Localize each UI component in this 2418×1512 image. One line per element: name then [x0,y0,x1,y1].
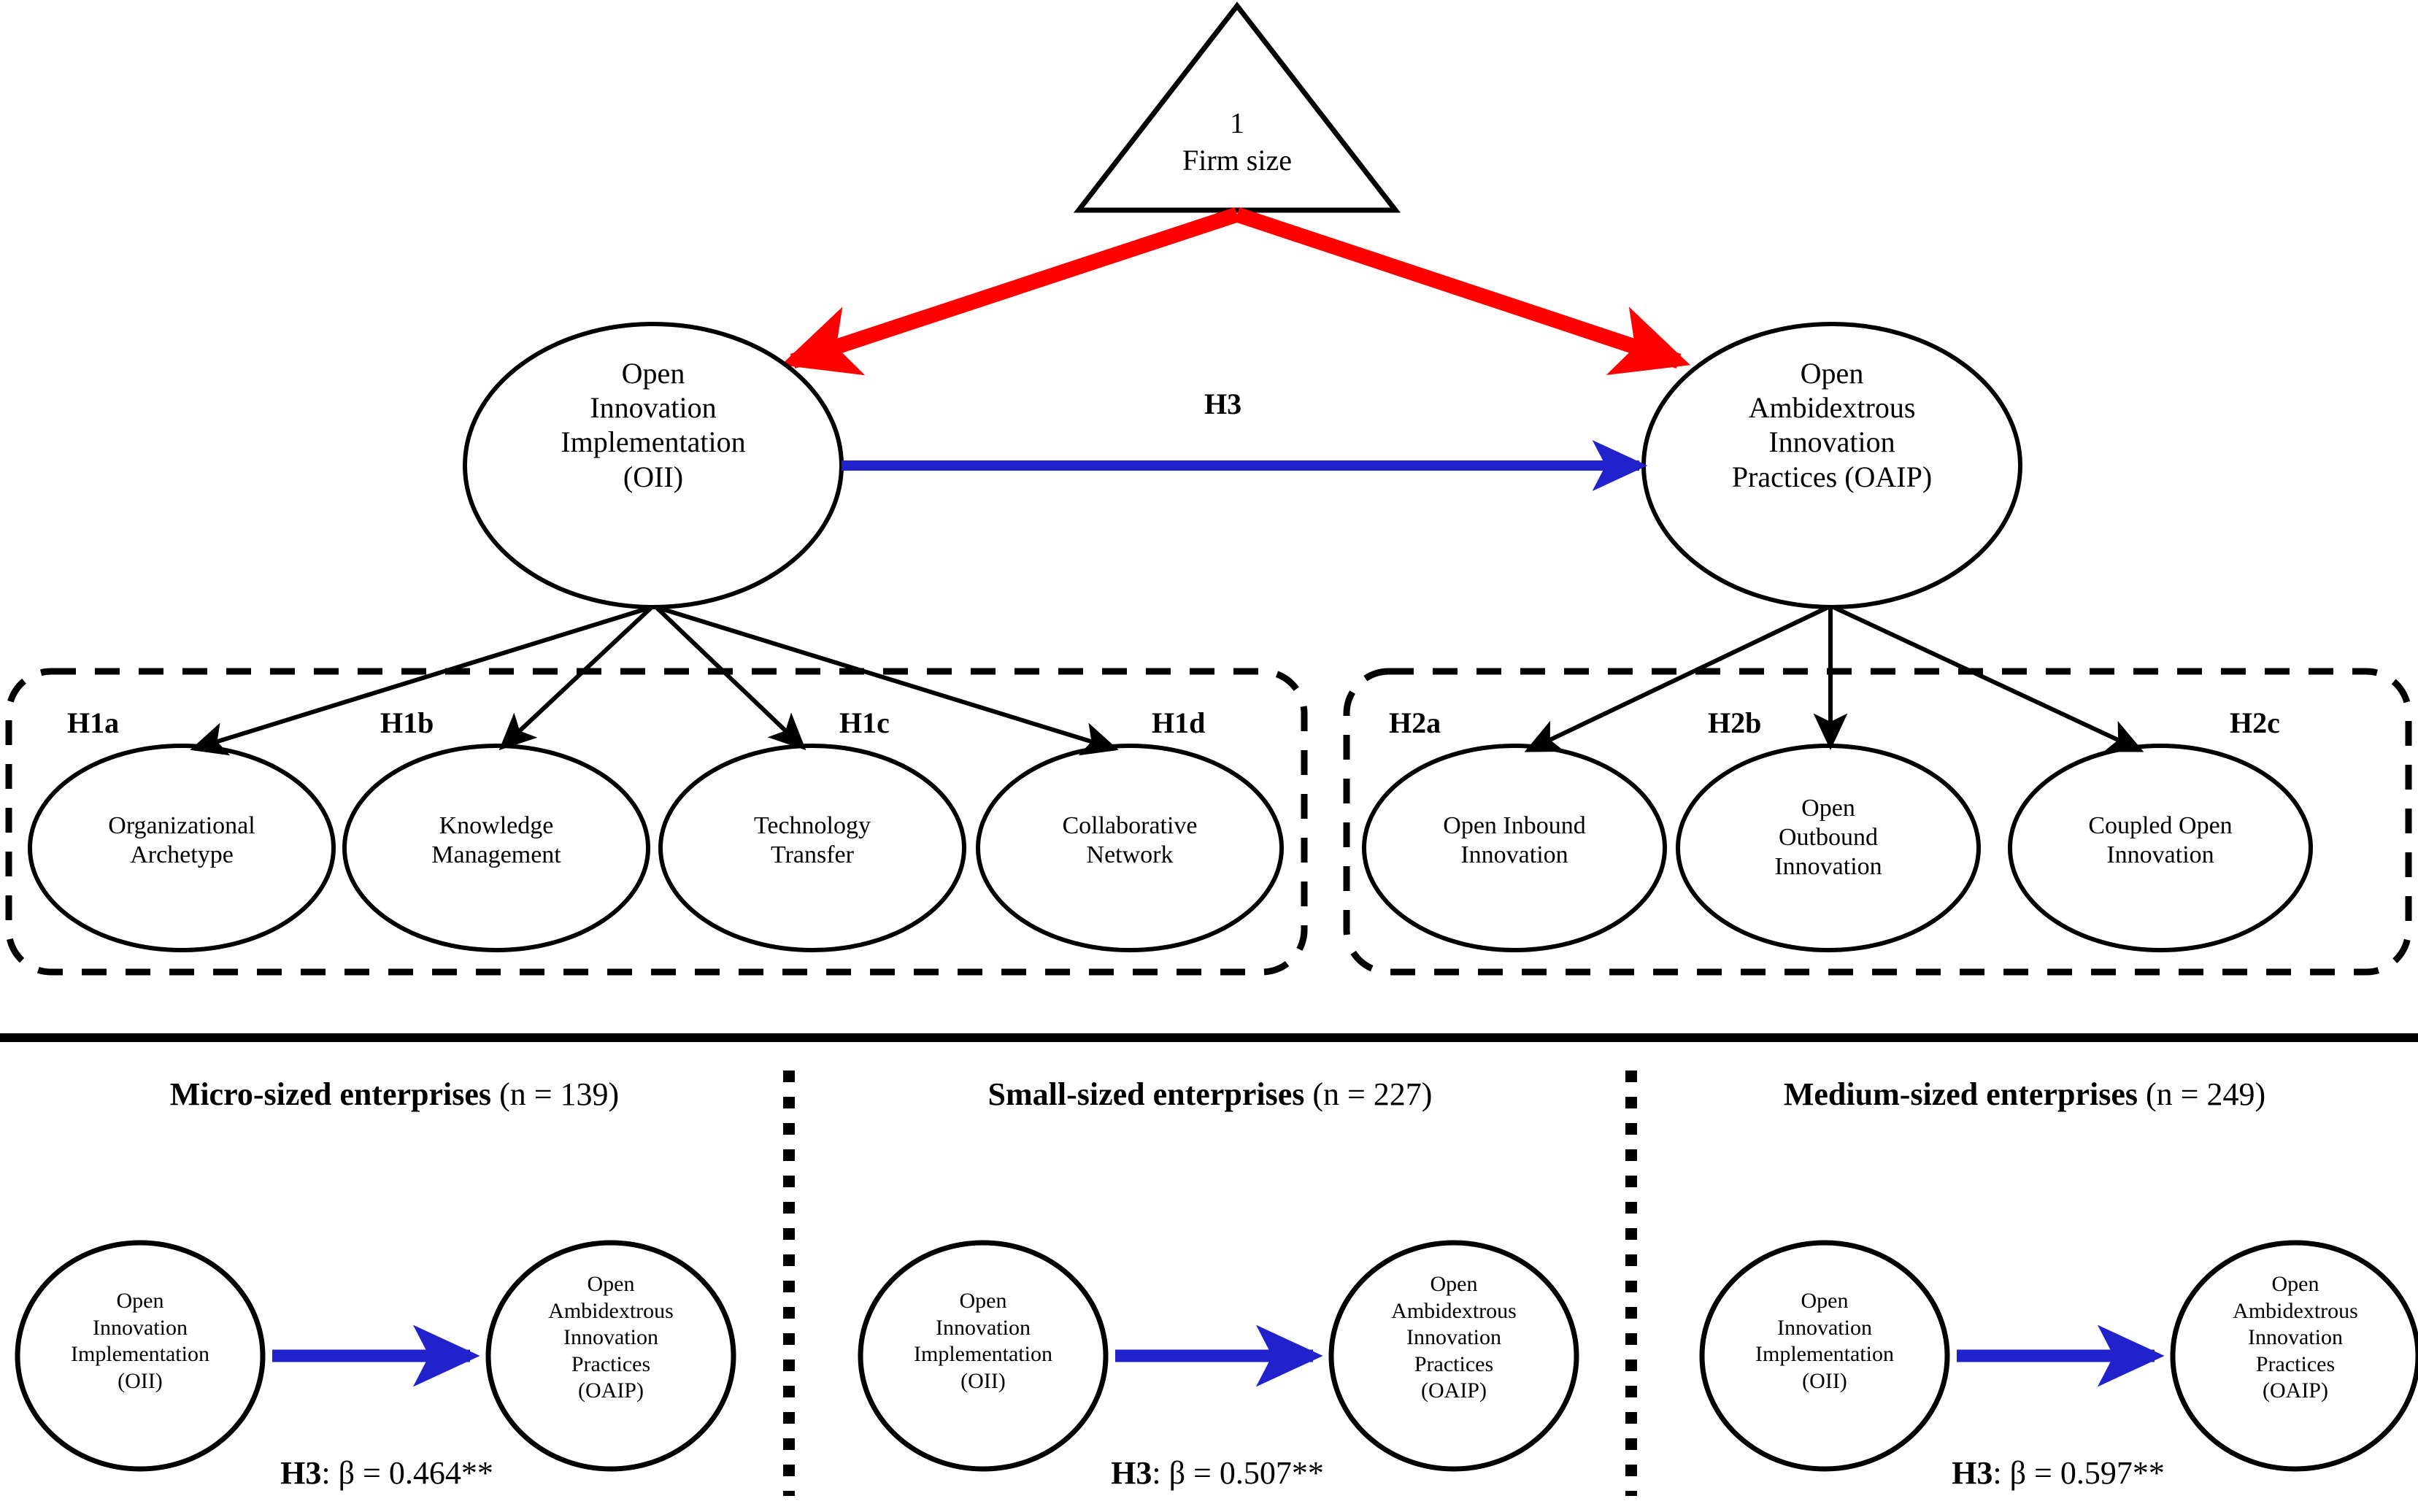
panel-title-3: Medium-sized enterprises (n = 249) [1631,1076,2418,1113]
panel-3-result: H3: β = 0.597** [1803,1454,2314,1492]
h3-hypothesis-label: H3 [1204,387,1242,420]
dimension-ellipse-h2a [1362,744,1667,952]
dimension-ellipse-h1b [342,744,650,952]
oaip-line-2: Ambidextrous [1748,391,1916,425]
oaip-line-3: Innovation [1768,425,1895,459]
dimension-ellipse-h1d [976,744,1284,952]
hypothesis-label-h1d: H1d [1152,706,1206,739]
firm-size-triangle [1073,1,1401,213]
panel-title-2: Small-sized enterprises (n = 227) [789,1076,1631,1113]
dimension-label-h2c: Coupled Open Innovation [2088,812,2233,869]
panel-1-oii-label: Open Innovation Implementation (OII) [71,1289,209,1393]
oii-line-4: (OII) [623,460,684,493]
panel-1-oaip-label: Open Ambidextrous Innovation Practices (… [548,1272,674,1403]
arrow-oii-to-h1c [654,605,806,751]
dimension-label-h1c: Technology Transfer [753,812,871,869]
hypothesis-label-h2b: H2b [1708,706,1762,739]
panel-title-1: Micro-sized enterprises (n = 139) [0,1076,789,1113]
panel-2-result-value: : β = 0.507** [1152,1455,1324,1491]
hypothesis-label-h1b: H1b [380,706,434,739]
panel-2-result: H3: β = 0.507** [962,1454,1473,1492]
panel-2-oii-ellipse [858,1240,1109,1472]
panel-3-title-bold: Medium-sized enterprises [1783,1076,2138,1112]
panel-2-oaip-label: Open Ambidextrous Innovation Practices (… [1391,1272,1517,1403]
dimension-label-h2b: Open Outbound Innovation [1774,795,1882,881]
panel-3-oaip-label: Open Ambidextrous Innovation Practices (… [2233,1272,2358,1403]
arrow-oaip-to-h2a [1524,605,1830,752]
panel-2-title-n: (n = 227) [1304,1076,1433,1112]
dimension-ellipse-h1a [28,744,336,952]
oii-dimension-group-box [5,668,1308,976]
panel-3-result-value: : β = 0.597** [1992,1455,2165,1491]
oaip-construct-label: Open Ambidextrous Innovation Practices (… [1639,356,2025,494]
dimension-label-h1b: Knowledge Management [431,812,561,869]
oii-line-3: Implementation [561,425,746,459]
panel-1-result-label: H3 [280,1455,322,1491]
dimension-label-h1d: Collaborative Network [1062,812,1198,869]
panel-3-oaip-ellipse [2170,1240,2418,1472]
arrow-oii-to-h1a [190,605,652,756]
oii-construct-label: Open Innovation Implementation (OII) [467,356,839,494]
panel-1-title-bold: Micro-sized enterprises [169,1076,492,1112]
oaip-line-1: Open [1800,357,1864,390]
panel-3-oii-label: Open Innovation Implementation (OII) [1755,1289,1894,1393]
arrow-oii-to-h1b [498,605,654,751]
dimension-label-h2a: Open Inbound Innovation [1443,812,1586,869]
moderation-arrow-right [1234,207,1690,376]
panel-3-title-n: (n = 249) [2138,1076,2266,1112]
oaip-dimension-group-box [1343,668,2412,976]
panel-1-title-n: (n = 139) [491,1076,620,1112]
panel-2-oii-label: Open Innovation Implementation (OII) [914,1289,1052,1393]
moderation-arrow-left [781,207,1240,376]
oaip-line-4: Practices (OAIP) [1731,460,1933,493]
panel-2-oaip-ellipse [1328,1240,1579,1472]
panel-3-result-label: H3 [1952,1455,1993,1491]
dimension-label-h1a: Organizational Archetype [108,812,255,869]
hypothesis-label-h2c: H2c [2230,706,2280,739]
oii-line-1: Open [621,357,685,390]
dimension-ellipse-h2c [2008,744,2313,952]
panel-2-title-bold: Small-sized enterprises [987,1076,1305,1112]
firm-size-index: 1 [1230,107,1244,139]
panel-3-oii-ellipse [1699,1240,1950,1472]
hypothesis-label-h1c: H1c [839,706,890,739]
panel-1-oii-ellipse [15,1240,266,1472]
oii-line-2: Innovation [590,391,717,425]
panel-1-result: H3: β = 0.464** [131,1454,642,1492]
hypothesis-label-h1a: H1a [67,706,120,739]
hypothesis-label-h2a: H2a [1389,706,1441,739]
panel-1-result-value: : β = 0.464** [321,1455,493,1491]
panel-1-oaip-ellipse [485,1240,736,1472]
arrow-oaip-to-h2c [1832,605,2144,752]
dimension-ellipse-h1c [658,744,966,952]
arrow-oii-to-h1d [655,605,1119,756]
firm-size-label: Firm size [1182,144,1292,177]
panel-2-result-label: H3 [1111,1455,1152,1491]
